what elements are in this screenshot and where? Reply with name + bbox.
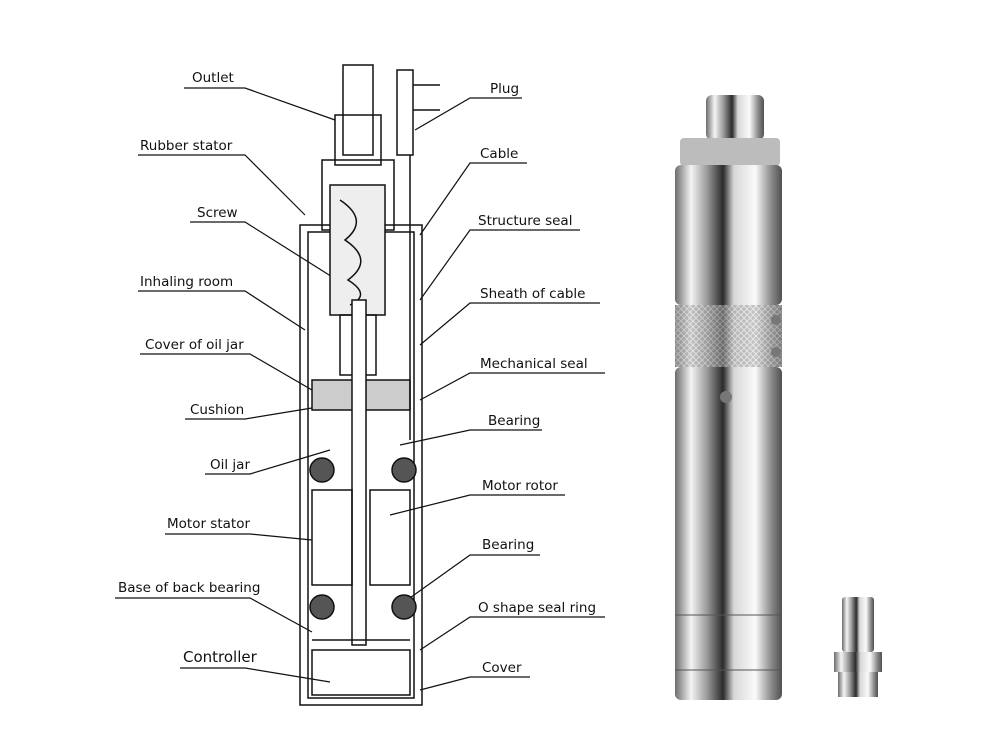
hose-fitting-photo: [834, 597, 882, 697]
label-plug: Plug: [490, 81, 520, 97]
label-bearing-lower: Bearing: [482, 537, 535, 553]
label-controller: Controller: [183, 648, 257, 666]
label-outlet: Outlet: [192, 70, 234, 86]
label-oil-jar: Oil jar: [210, 457, 250, 473]
label-mechanical-seal: Mechanical seal: [480, 356, 588, 372]
pump-cross-section: [299, 64, 440, 706]
label-structure-seal: Structure seal: [478, 213, 573, 229]
label-cushion: Cushion: [190, 402, 245, 418]
pump-photo: [675, 95, 782, 700]
label-base-of-back-bearing: Base of back bearing: [118, 580, 261, 596]
label-cable: Cable: [480, 146, 519, 162]
label-motor-rotor: Motor rotor: [482, 478, 558, 494]
label-inhaling-room: Inhaling room: [140, 274, 234, 290]
label-screw: Screw: [197, 205, 238, 221]
label-rubber-stator: Rubber stator: [140, 138, 233, 154]
leader-lines: [115, 87, 605, 691]
label-cover-of-oil-jar: Cover of oil jar: [145, 337, 244, 353]
label-motor-stator: Motor stator: [167, 516, 251, 532]
label-sheath-of-cable: Sheath of cable: [480, 286, 586, 302]
label-o-shape-seal-ring: O shape seal ring: [478, 600, 597, 616]
label-cover: Cover: [482, 660, 522, 676]
label-bearing-upper: Bearing: [488, 413, 541, 429]
